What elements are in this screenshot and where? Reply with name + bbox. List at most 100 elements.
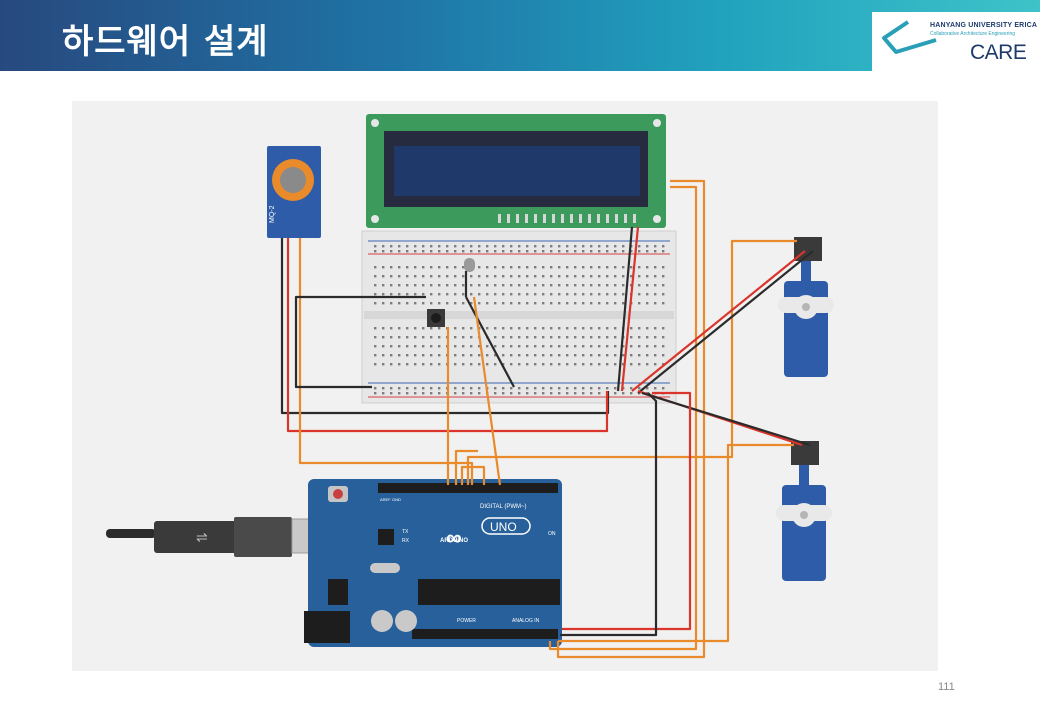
breadboard-hole: [518, 302, 521, 305]
breadboard-hole: [382, 363, 385, 366]
breadboard-hole: [486, 275, 489, 278]
breadboard-hole: [622, 284, 625, 287]
breadboard-hole: [582, 392, 585, 395]
breadboard-hole: [462, 250, 465, 253]
breadboard-hole: [494, 266, 497, 269]
breadboard-hole: [382, 284, 385, 287]
breadboard-hole: [510, 392, 513, 395]
breadboard-hole: [558, 345, 561, 348]
breadboard-hole: [526, 327, 529, 330]
breadboard-hole: [398, 392, 401, 395]
breadboard-hole: [590, 327, 593, 330]
lcd-pin: [543, 214, 546, 223]
breadboard-hole: [478, 250, 481, 253]
breadboard-hole: [590, 250, 593, 253]
breadboard-hole: [414, 387, 417, 390]
breadboard-hole: [654, 293, 657, 296]
breadboard-hole: [510, 250, 513, 253]
breadboard-hole: [662, 336, 665, 339]
breadboard-hole: [606, 245, 609, 248]
breadboard-hole: [382, 345, 385, 348]
breadboard-hole: [526, 250, 529, 253]
breadboard-hole: [518, 336, 521, 339]
lcd-pin: [561, 214, 564, 223]
breadboard-hole: [430, 327, 433, 330]
breadboard-hole: [398, 327, 401, 330]
breadboard-hole: [526, 387, 529, 390]
breadboard-hole: [454, 284, 457, 287]
lcd-pin: [570, 214, 573, 223]
breadboard-hole: [590, 284, 593, 287]
breadboard-hole: [470, 245, 473, 248]
breadboard-hole: [622, 266, 625, 269]
breadboard-hole: [382, 387, 385, 390]
logo-area: [872, 12, 1040, 71]
breadboard-hole: [614, 354, 617, 357]
breadboard-hole: [646, 336, 649, 339]
breadboard-hole: [454, 250, 457, 253]
breadboard-hole: [406, 354, 409, 357]
breadboard-hole: [462, 266, 465, 269]
breadboard-hole: [558, 302, 561, 305]
breadboard-hole: [638, 387, 641, 390]
breadboard-hole: [374, 345, 377, 348]
breadboard-hole: [518, 284, 521, 287]
header-bar: [0, 0, 1040, 71]
breadboard-hole: [566, 275, 569, 278]
breadboard-hole: [662, 354, 665, 357]
breadboard-hole: [446, 293, 449, 296]
breadboard-hole: [478, 293, 481, 296]
breadboard-hole: [438, 336, 441, 339]
breadboard-hole: [406, 336, 409, 339]
breadboard-hole: [614, 293, 617, 296]
breadboard-hole: [598, 284, 601, 287]
breadboard-hole: [590, 275, 593, 278]
breadboard-hole: [382, 327, 385, 330]
breadboard-hole: [598, 354, 601, 357]
breadboard-hole: [582, 245, 585, 248]
breadboard-hole: [622, 345, 625, 348]
breadboard-hole: [406, 284, 409, 287]
breadboard-hole: [390, 354, 393, 357]
breadboard-hole: [454, 363, 457, 366]
breadboard-hole: [414, 302, 417, 305]
breadboard-hole: [614, 266, 617, 269]
circuit-svg: ⇌ MQ-2: [106, 114, 834, 659]
breadboard-hole: [390, 266, 393, 269]
breadboard-hole: [478, 275, 481, 278]
breadboard-hole: [398, 302, 401, 305]
breadboard-hole: [510, 302, 513, 305]
breadboard-hole: [518, 363, 521, 366]
breadboard-hole: [502, 327, 505, 330]
breadboard-hole: [534, 275, 537, 278]
breadboard-hole: [518, 327, 521, 330]
breadboard-hole: [630, 266, 633, 269]
breadboard-hole: [470, 250, 473, 253]
breadboard-hole: [406, 293, 409, 296]
breadboard-hole: [494, 336, 497, 339]
breadboard-hole: [598, 345, 601, 348]
breadboard-hole: [470, 392, 473, 395]
breadboard-hole: [430, 293, 433, 296]
breadboard-hole: [662, 327, 665, 330]
breadboard-hole: [518, 345, 521, 348]
breadboard-hole: [542, 387, 545, 390]
breadboard-hole: [566, 363, 569, 366]
lcd-pin: [516, 214, 519, 223]
breadboard-hole: [550, 392, 553, 395]
lcd-pin: [633, 214, 636, 223]
breadboard-hole: [574, 392, 577, 395]
breadboard-hole: [430, 345, 433, 348]
breadboard-hole: [510, 363, 513, 366]
breadboard-hole: [654, 327, 657, 330]
breadboard-hole: [526, 345, 529, 348]
breadboard-hole: [406, 387, 409, 390]
breadboard-hole: [414, 336, 417, 339]
breadboard-hole: [462, 354, 465, 357]
breadboard-hole: [486, 250, 489, 253]
breadboard-hole: [486, 354, 489, 357]
breadboard-hole: [558, 284, 561, 287]
breadboard-hole: [630, 354, 633, 357]
breadboard-hole: [398, 387, 401, 390]
breadboard-hole: [414, 266, 417, 269]
